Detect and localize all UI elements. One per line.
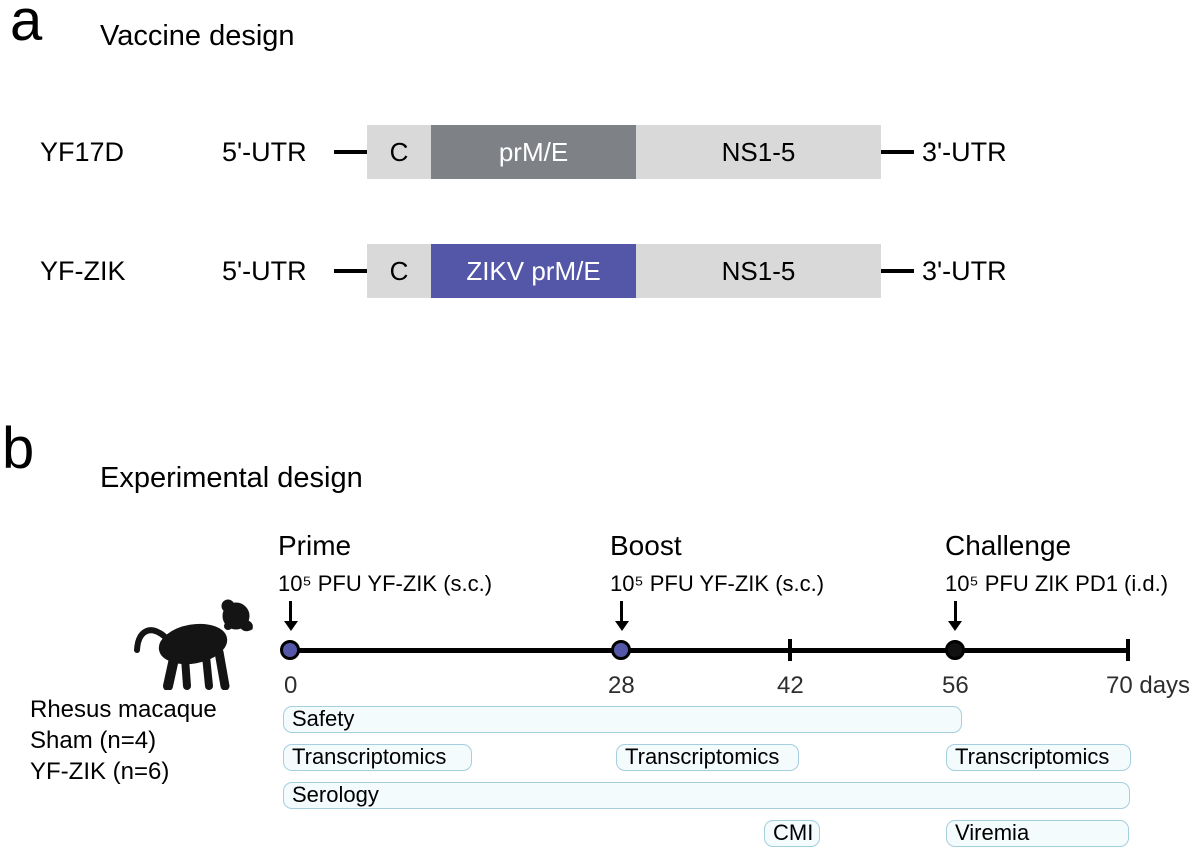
utr-5-label: 5'-UTR (222, 136, 307, 167)
panel-a-label: a (10, 0, 43, 53)
assay-box-transcriptomics-3: Transcriptomics (946, 744, 1131, 771)
segment-c: C (367, 244, 431, 298)
animal-caption-line: YF-ZIK (n=6) (30, 758, 170, 785)
event-dose: 10⁵ PFU YF-ZIK (s.c.) (278, 571, 493, 596)
animal-caption-line: Rhesus macaque (30, 696, 217, 723)
construct-name: YF-ZIK (40, 255, 126, 286)
animal-caption-line: Sham (n=4) (30, 727, 157, 754)
tick-label-70-days: 70 days (1106, 672, 1191, 699)
tick-label-28: 28 (608, 672, 635, 699)
segment-prme: prM/E (431, 125, 636, 179)
event-dose: 10⁵ PFU YF-ZIK (s.c.) (610, 571, 825, 596)
assay-box-transcriptomics-2: Transcriptomics (616, 744, 799, 771)
construct-name: YF17D (40, 136, 125, 167)
timeline-tick-42 (788, 639, 792, 661)
event-name: Challenge (945, 530, 1072, 561)
tick-label-42: 42 (777, 672, 804, 699)
connector-line (334, 150, 367, 154)
assay-box-cmi: CMI (764, 820, 820, 847)
down-arrow-icon (615, 621, 629, 631)
connector-line (334, 269, 367, 273)
event-dose: 10⁵ PFU ZIK PD1 (i.d.) (945, 571, 1169, 596)
timeline-marker-prime (280, 640, 300, 660)
tick-label-56: 56 (942, 672, 969, 699)
down-arrow-icon (620, 601, 623, 622)
event-name: Boost (610, 530, 682, 561)
down-arrow-icon (948, 621, 962, 631)
connector-line (881, 150, 914, 154)
construct-yf-zik: YF-ZIK 5'-UTR C ZIKV prM/E NS1-5 3'-UTR (40, 244, 1007, 298)
timeline-axis (289, 648, 1130, 653)
utr-3-label: 3'-UTR (922, 255, 1007, 286)
segment-c: C (367, 125, 431, 179)
panel-b-label: b (2, 416, 35, 481)
down-arrow-icon (954, 601, 957, 622)
timeline-marker-challenge (945, 640, 965, 660)
segment-ns1-5: NS1-5 (636, 244, 881, 298)
tick-label-0: 0 (284, 672, 298, 699)
utr-5-label: 5'-UTR (222, 255, 307, 286)
panel-a-title: Vaccine design (100, 20, 295, 52)
assay-box-serology: Serology (283, 782, 1130, 809)
assay-box-viremia: Viremia (946, 820, 1129, 847)
event-boost: Boost 10⁵ PFU YF-ZIK (s.c.) (610, 530, 824, 597)
event-prime: Prime 10⁵ PFU YF-ZIK (s.c.) (278, 530, 492, 597)
segment-ns1-5: NS1-5 (636, 125, 881, 179)
assay-box-transcriptomics-1: Transcriptomics (283, 744, 472, 771)
assay-box-safety: Safety (283, 706, 962, 733)
timeline-end-tick (1126, 639, 1130, 661)
monkey-icon (133, 596, 261, 691)
utr-3-label: 3'-UTR (922, 136, 1007, 167)
event-name: Prime (278, 530, 352, 561)
panel-b-title: Experimental design (100, 462, 363, 494)
event-challenge: Challenge 10⁵ PFU ZIK PD1 (i.d.) (945, 530, 1168, 597)
down-arrow-icon (289, 601, 292, 622)
construct-yf17d: YF17D 5'-UTR C prM/E NS1-5 3'-UTR (40, 125, 1007, 179)
timeline-marker-boost (611, 640, 631, 660)
segment-zikv-prme: ZIKV prM/E (431, 244, 636, 298)
connector-line (881, 269, 914, 273)
down-arrow-icon (284, 621, 298, 631)
